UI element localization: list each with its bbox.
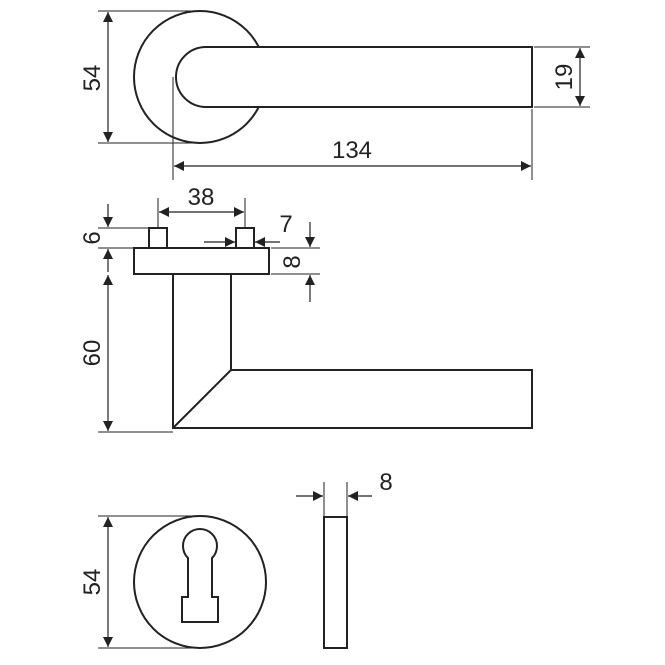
side-view: 38 6 7 8 60 — [79, 184, 533, 433]
side-view-lever-bend — [172, 369, 232, 429]
escutcheon-side-plate — [323, 516, 348, 649]
dim-7-label: 7 — [279, 211, 292, 238]
dim-54-top-label: 54 — [79, 65, 106, 92]
dim-134-label: 134 — [332, 137, 372, 164]
dim-19-label: 19 — [551, 64, 578, 91]
dim-8-label: 8 — [279, 255, 306, 268]
side-view-pin-right — [235, 227, 255, 249]
side-view-pin-left — [148, 227, 168, 249]
side-view-lever — [172, 274, 533, 429]
dim-8-side-label: 8 — [379, 469, 392, 496]
top-view-lever — [175, 46, 533, 108]
dim-38-label: 38 — [188, 184, 215, 211]
dim-60-label: 60 — [79, 340, 106, 367]
dim-54-bottom-label: 54 — [79, 569, 106, 596]
escutcheon-rose — [133, 515, 267, 649]
side-view-rose-plate — [133, 247, 270, 275]
dim-6-label: 6 — [79, 231, 106, 244]
top-view: 54 19 134 — [79, 10, 590, 180]
escutcheon-view: 54 8 — [79, 469, 393, 649]
cylinder-keyhole — [181, 527, 219, 623]
